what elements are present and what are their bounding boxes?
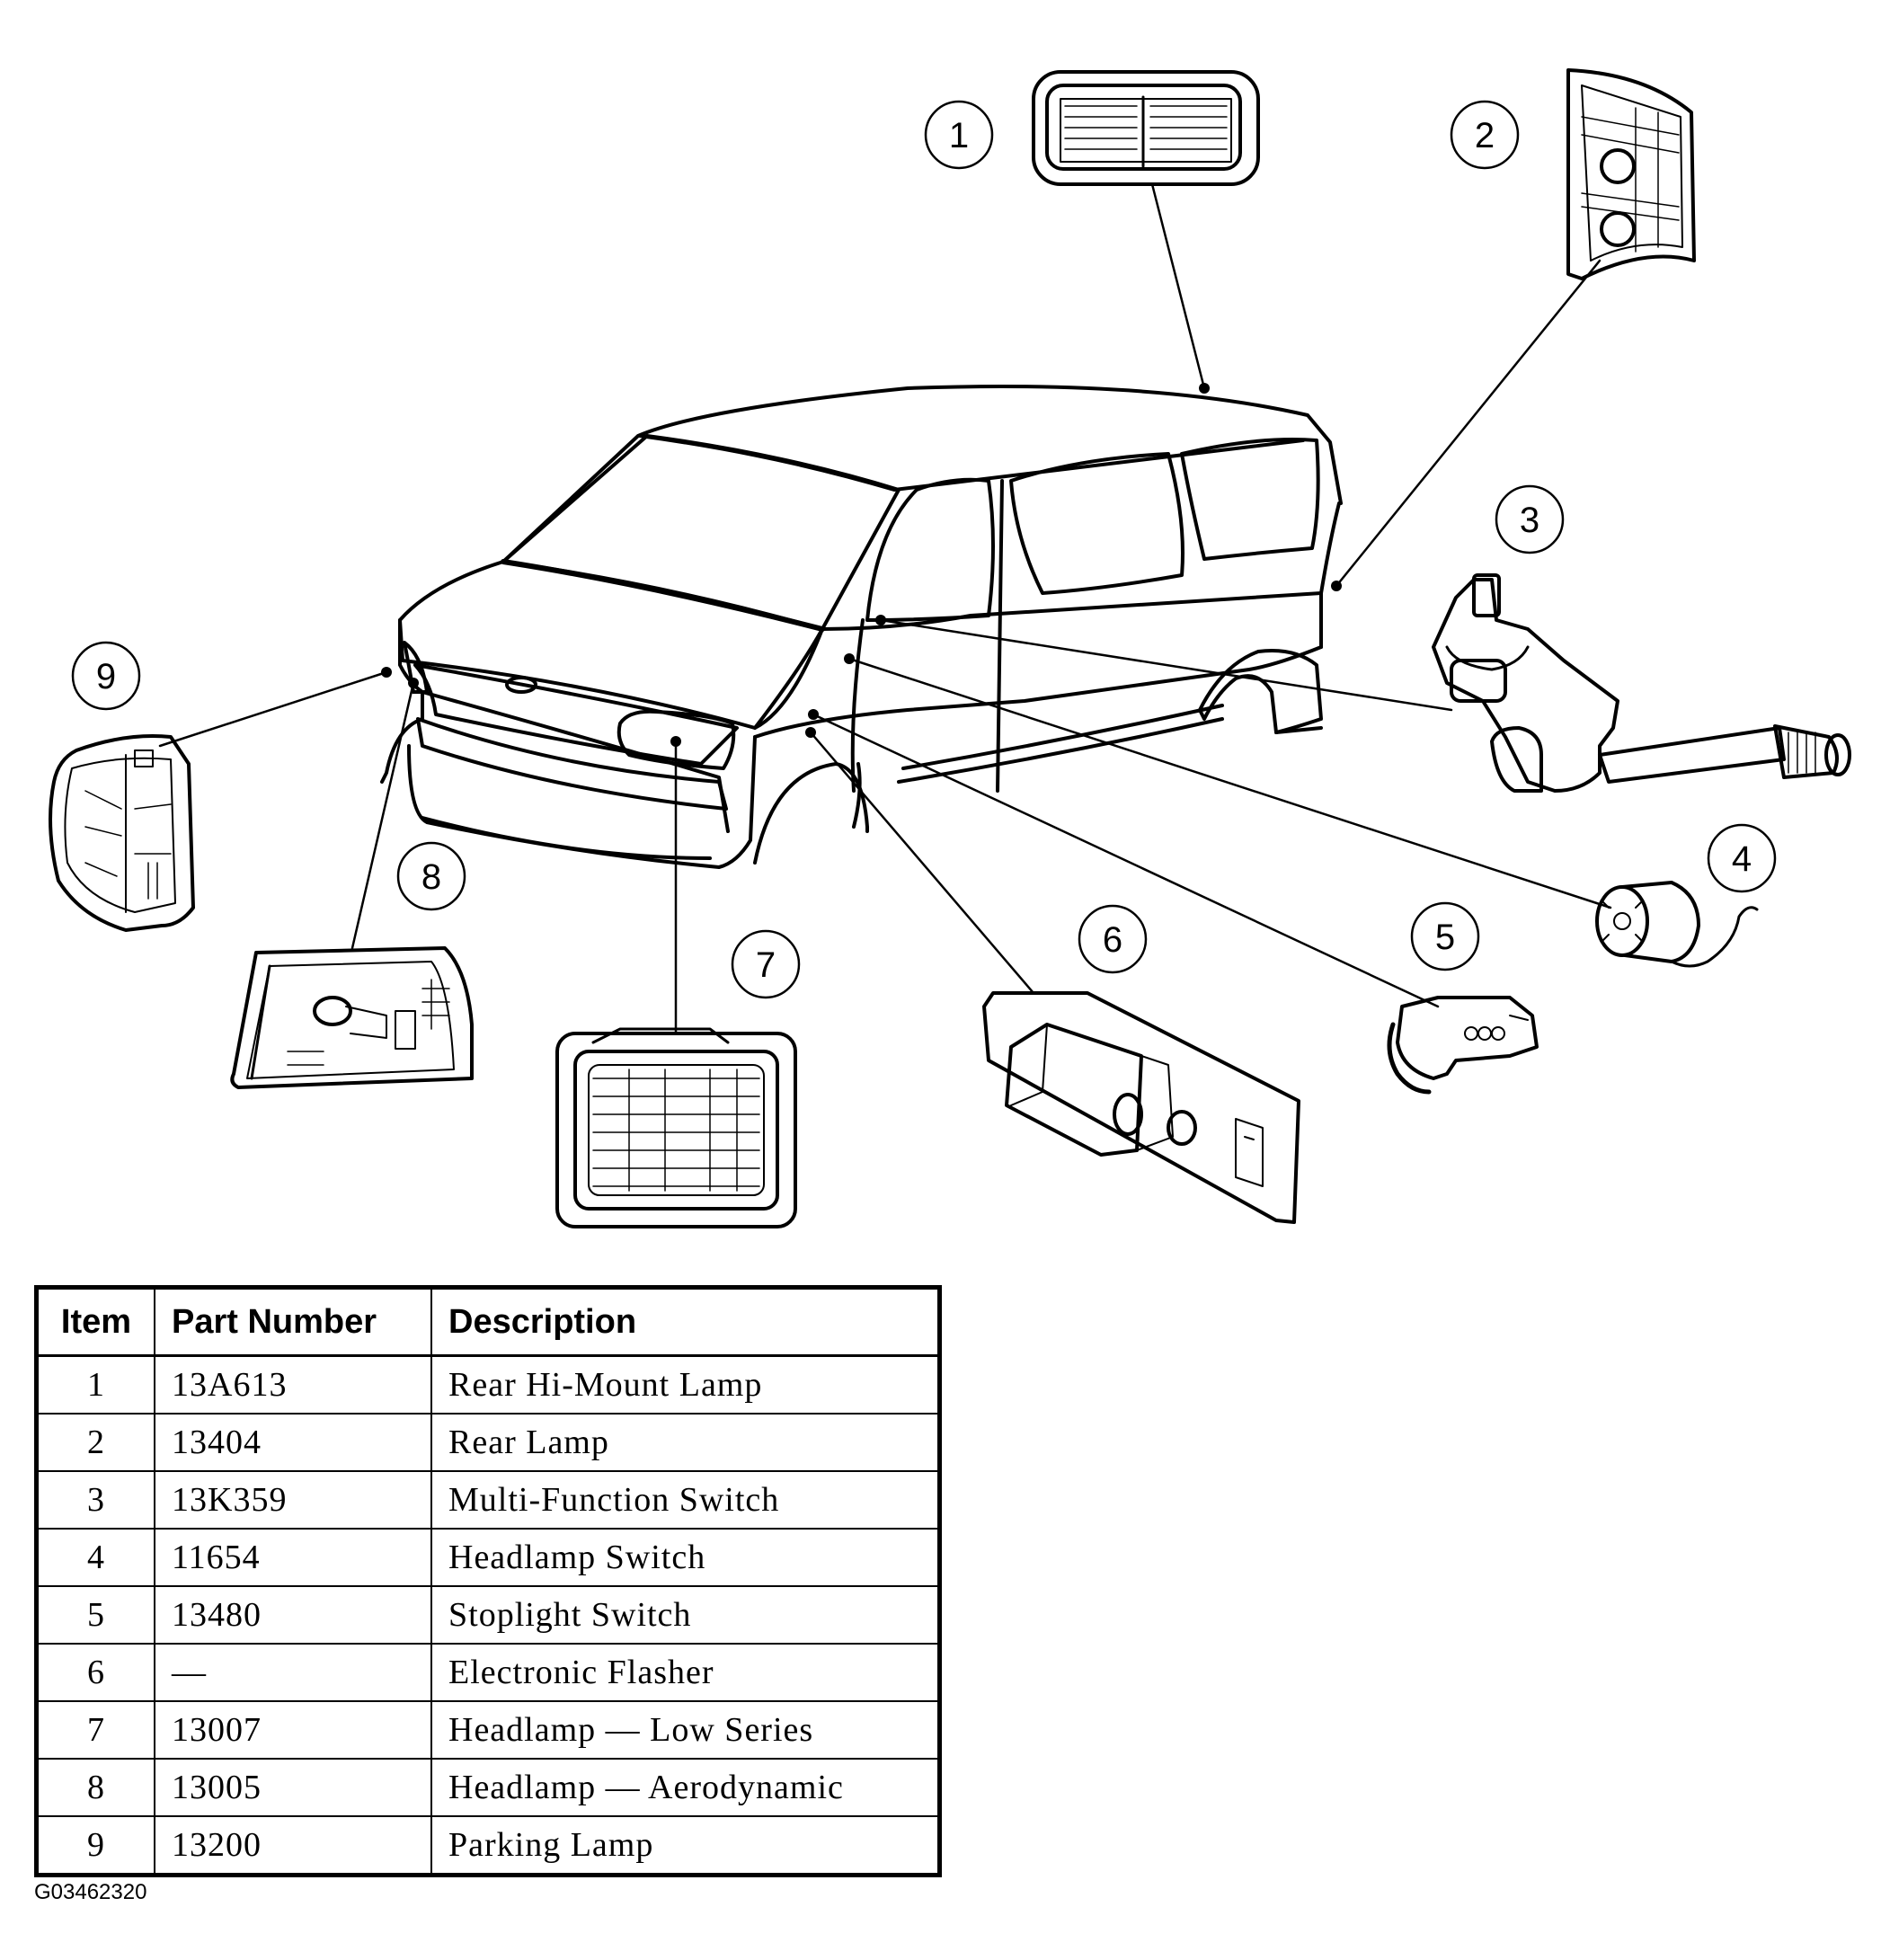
figure-id: G03462320 bbox=[34, 1880, 147, 1904]
item-cell: 4 bbox=[35, 1528, 155, 1587]
attachment-dots bbox=[381, 383, 1342, 747]
item-cell: 3 bbox=[35, 1470, 155, 1530]
stoplight-switch-illustration bbox=[1387, 996, 1539, 1095]
table-header-row: Item Part Number Description bbox=[35, 1286, 941, 1357]
item-cell: 2 bbox=[35, 1413, 155, 1472]
parking-lamp-illustration bbox=[49, 734, 195, 932]
svg-text:4: 4 bbox=[1732, 839, 1752, 879]
part-number-cell: 13K359 bbox=[154, 1470, 432, 1530]
callout-4: 4 bbox=[1707, 823, 1777, 893]
item-cell: 1 bbox=[35, 1354, 155, 1415]
part-number-cell: — bbox=[154, 1643, 432, 1702]
van-lighting-diagram: 1 2 3 4 5 6 7 8 bbox=[49, 68, 1851, 1228]
part-number-cell: 11654 bbox=[154, 1528, 432, 1587]
description-cell: Stoplight Switch bbox=[430, 1585, 941, 1645]
callout-5: 5 bbox=[1410, 901, 1480, 971]
callout-7: 7 bbox=[731, 929, 801, 999]
callout-6: 6 bbox=[1078, 904, 1148, 974]
table-row: 5 13480 Stoplight Switch bbox=[35, 1585, 941, 1645]
rear-hi-mount-lamp-illustration bbox=[1032, 70, 1260, 186]
callout-8: 8 bbox=[396, 841, 466, 911]
table-row: 4 11654 Headlamp Switch bbox=[35, 1528, 941, 1587]
headlamp-aerodynamic-illustration bbox=[230, 946, 474, 1089]
headlamp-switch-illustration bbox=[1595, 881, 1759, 968]
description-cell: Multi-Function Switch bbox=[430, 1470, 941, 1530]
svg-text:7: 7 bbox=[756, 945, 776, 985]
header-part-number: Part Number bbox=[154, 1286, 432, 1357]
van-illustration bbox=[380, 385, 1343, 869]
header-item: Item bbox=[35, 1286, 155, 1357]
callout-2: 2 bbox=[1450, 100, 1520, 170]
svg-text:9: 9 bbox=[96, 657, 116, 696]
table-row: 3 13K359 Multi-Function Switch bbox=[35, 1470, 941, 1530]
table-row: 2 13404 Rear Lamp bbox=[35, 1413, 941, 1472]
description-cell: Headlamp — Aerodynamic bbox=[430, 1758, 941, 1817]
part-number-cell: 13A613 bbox=[154, 1354, 432, 1415]
electronic-flasher-illustration bbox=[982, 991, 1300, 1224]
part-number-cell: 13200 bbox=[154, 1815, 432, 1876]
svg-text:8: 8 bbox=[421, 857, 441, 897]
part-number-cell: 13404 bbox=[154, 1413, 432, 1472]
part-number-cell: 13005 bbox=[154, 1758, 432, 1817]
leader-lines bbox=[158, 182, 1612, 1035]
description-cell: Electronic Flasher bbox=[430, 1643, 941, 1702]
description-cell: Headlamp Switch bbox=[430, 1528, 941, 1587]
svg-text:5: 5 bbox=[1435, 918, 1455, 957]
svg-text:2: 2 bbox=[1475, 116, 1495, 155]
table-row: 7 13007 Headlamp — Low Series bbox=[35, 1700, 941, 1760]
table-row: 8 13005 Headlamp — Aerodynamic bbox=[35, 1758, 941, 1817]
description-cell: Rear Hi-Mount Lamp bbox=[430, 1354, 941, 1415]
description-cell: Headlamp — Low Series bbox=[430, 1700, 941, 1760]
callout-3: 3 bbox=[1495, 484, 1565, 554]
callout-1: 1 bbox=[924, 100, 994, 170]
description-cell: Rear Lamp bbox=[430, 1413, 941, 1472]
table-row: 1 13A613 Rear Hi-Mount Lamp bbox=[35, 1354, 941, 1415]
parts-table: Item Part Number Description 1 13A613 Re… bbox=[34, 1285, 942, 1877]
item-cell: 6 bbox=[35, 1643, 155, 1702]
svg-text:3: 3 bbox=[1520, 501, 1539, 540]
svg-text:1: 1 bbox=[949, 116, 969, 155]
item-cell: 8 bbox=[35, 1758, 155, 1817]
item-cell: 7 bbox=[35, 1700, 155, 1760]
headlamp-low-series-illustration bbox=[555, 1027, 797, 1228]
callout-9: 9 bbox=[71, 641, 141, 711]
table-row: 6 — Electronic Flasher bbox=[35, 1643, 941, 1702]
header-description: Description bbox=[430, 1286, 941, 1357]
part-number-cell: 13007 bbox=[154, 1700, 432, 1760]
svg-text:6: 6 bbox=[1103, 920, 1122, 960]
item-cell: 9 bbox=[35, 1815, 155, 1876]
item-cell: 5 bbox=[35, 1585, 155, 1645]
description-cell: Parking Lamp bbox=[430, 1815, 941, 1876]
rear-lamp-illustration bbox=[1566, 68, 1696, 280]
table-row: 9 13200 Parking Lamp bbox=[35, 1815, 941, 1876]
part-number-cell: 13480 bbox=[154, 1585, 432, 1645]
multi-function-switch-illustration bbox=[1432, 573, 1851, 793]
